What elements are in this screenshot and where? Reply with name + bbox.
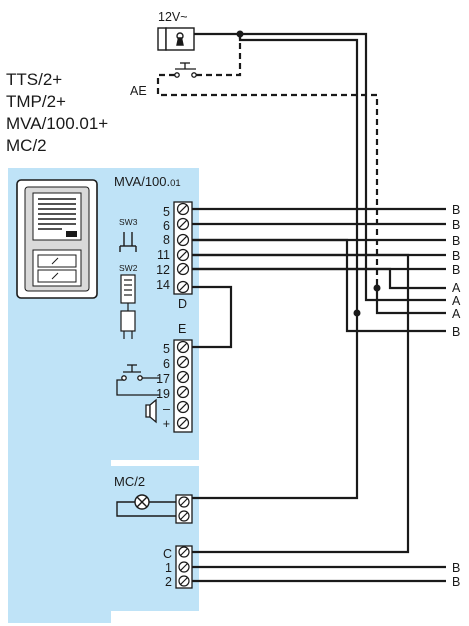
terminal-label-c: C [163, 547, 172, 561]
terminal-label-e-5: 5 [163, 342, 170, 356]
terminal-label-e-6: 6 [163, 357, 170, 371]
terminal-label-e-plus: + [163, 417, 170, 431]
line-label: B [452, 234, 460, 248]
terminal-block-d [173, 201, 193, 295]
terminal-label-e-minus: – [163, 402, 170, 416]
line-label: A [452, 294, 461, 308]
wire-d14-e5 [192, 285, 233, 349]
terminal-screw-slot [180, 577, 188, 585]
door-lock-symbol [157, 27, 195, 51]
terminal-label-d-6: 6 [163, 219, 170, 233]
line-label: B [452, 203, 460, 217]
terminal-screw-slot [178, 387, 188, 397]
line-label: B [452, 325, 460, 339]
ae-dashed-wiring [156, 34, 379, 290]
supply-label: 12V~ [158, 10, 188, 24]
terminal-block-e [173, 339, 193, 433]
block-d-label: D [178, 297, 187, 311]
terminal-label-d-5: 5 [163, 205, 170, 219]
terminal-labels-c: C 1 2 [163, 547, 172, 589]
sw3-jumper [119, 232, 137, 252]
terminal-label-d-14: 14 [156, 278, 170, 292]
terminal-screw-slot [180, 563, 188, 571]
terminal-screw-slot [178, 402, 188, 412]
terminal-label-e-19: 19 [156, 387, 170, 401]
main-wiring [192, 32, 446, 583]
lamp-symbol [116, 494, 176, 517]
line-label: B [452, 249, 460, 263]
line-label: B [452, 218, 460, 232]
terminal-label-d-11: 11 [157, 248, 170, 262]
line-label: B [452, 263, 460, 277]
bottom-line-label: B [452, 575, 460, 589]
terminal-screw-slot [178, 264, 188, 274]
terminal-label-2: 2 [165, 575, 172, 589]
entrance-panel-device [16, 179, 98, 299]
terminal-screw-slot [178, 418, 188, 428]
terminal-screw-slot [178, 219, 188, 229]
line-labels: B B B B B A A A B B B [452, 203, 461, 589]
block-e-label: E [178, 322, 186, 336]
sw2-label: SW2 [119, 263, 138, 273]
terminal-screw-slot [178, 342, 188, 352]
terminal-screw-slot [180, 498, 188, 506]
wire-junctions [236, 30, 381, 317]
terminal-label-1: 1 [165, 561, 172, 575]
speaker-symbol [145, 398, 157, 424]
terminal-screw-slot [180, 512, 188, 520]
ae-push-button [174, 62, 197, 78]
terminal-block-c [175, 545, 193, 589]
terminal-screw-slot [180, 548, 188, 556]
mc-module-name: MC/2 [114, 474, 145, 489]
terminal-screw-slot [178, 357, 188, 367]
ae-label: AE [130, 84, 147, 98]
sw3-label: SW3 [119, 217, 138, 227]
line-label: A [452, 307, 461, 321]
bottom-line-label: B [452, 561, 460, 575]
sw2-jumper [120, 274, 136, 339]
terminal-label-d-12: 12 [156, 263, 170, 277]
mva-module-name: MVA/100.01 [114, 174, 181, 189]
terminal-labels-e: 5 6 17 19 – + [156, 342, 170, 431]
terminal-block-mc [175, 494, 193, 524]
line-label: A [452, 281, 461, 295]
terminal-screw-slot [178, 204, 188, 214]
kit-title-line-3: MVA/100.01+ [6, 114, 108, 133]
terminal-screw-slot [178, 372, 188, 382]
kit-title-line-2: TMP/2+ [6, 92, 66, 111]
kit-title-line-4: MC/2 [6, 136, 47, 155]
terminal-screw-slot [178, 282, 188, 292]
terminal-screw-slot [178, 250, 188, 260]
terminal-screw-slot [178, 235, 188, 245]
terminal-label-d-8: 8 [163, 233, 170, 247]
push-button-symbol [116, 364, 160, 396]
terminal-labels-d: 5 6 8 11 12 14 [156, 205, 170, 292]
terminal-label-e-17: 17 [156, 372, 170, 386]
kit-title-line-1: TTS/2+ [6, 70, 62, 89]
